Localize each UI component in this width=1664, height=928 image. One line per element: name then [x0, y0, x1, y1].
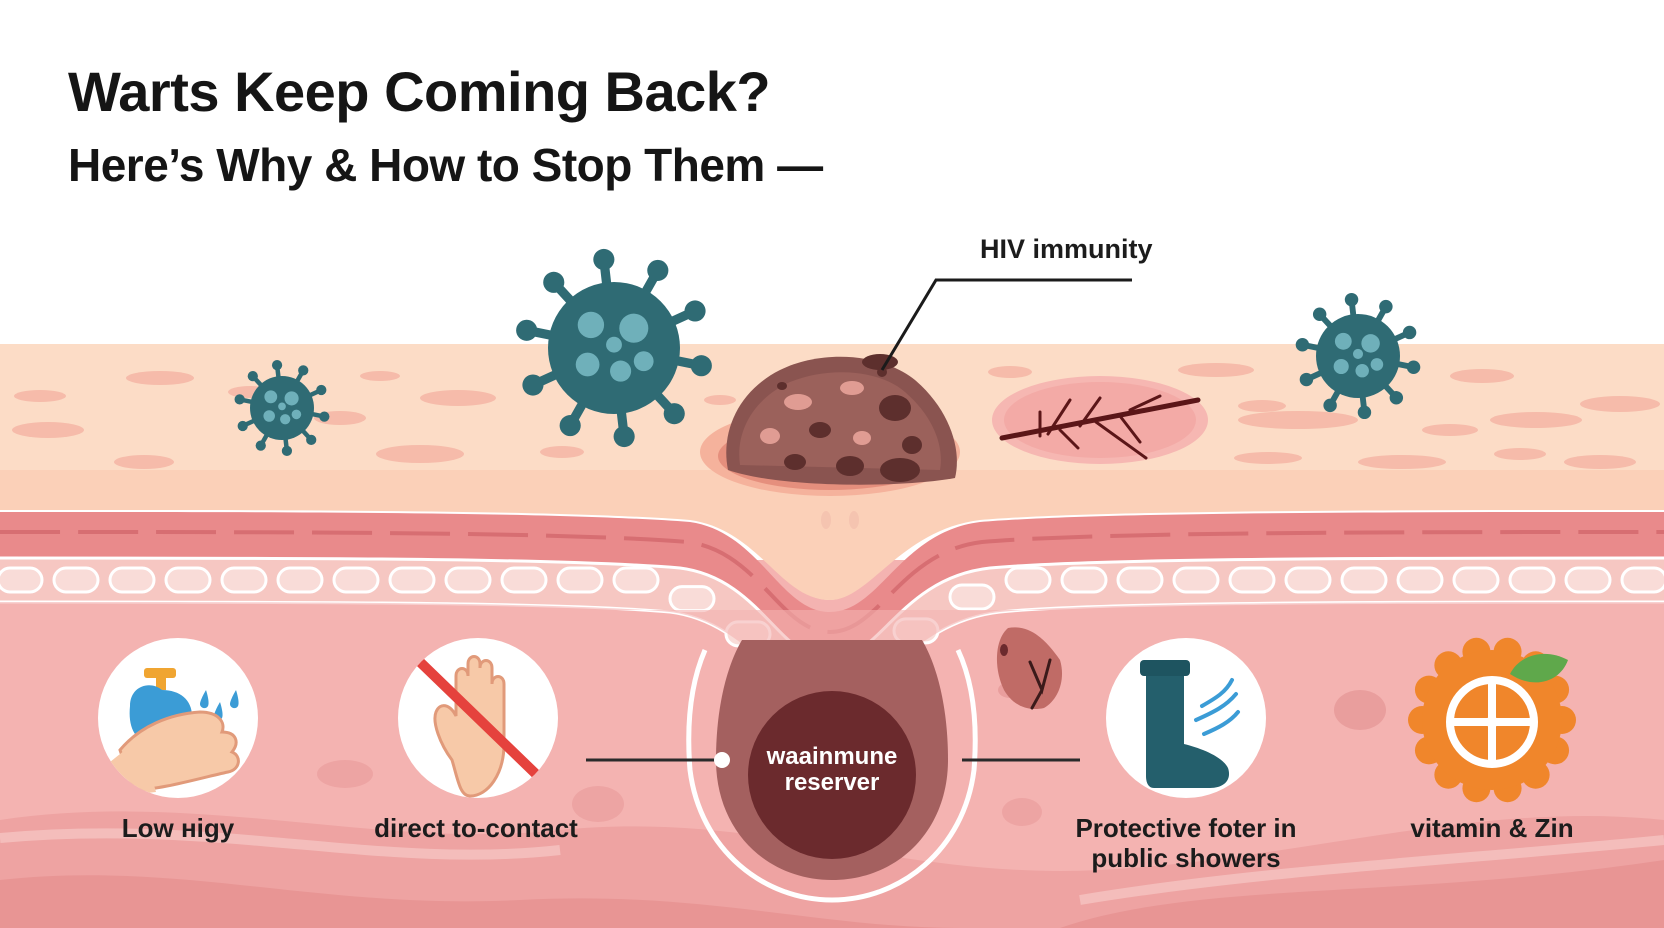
wart-growth: [726, 354, 957, 485]
skin-spot: [12, 422, 84, 438]
basal-layer-band: [0, 512, 1664, 660]
skin-spot: [360, 371, 400, 381]
wart-drip: [849, 511, 859, 529]
page-title: Warts Keep Coming Back?: [68, 60, 771, 123]
dermis-cell: [1002, 798, 1042, 826]
skin-spot: [1238, 411, 1358, 429]
skin-spot: [1178, 363, 1254, 377]
wart-drip: [821, 511, 831, 529]
tip-label-footwear-line2: public showers: [1091, 842, 1281, 873]
skin-spot: [1450, 369, 1514, 383]
tip-label-footwear-line1: Protective foter in: [1075, 813, 1297, 843]
skin-spot: [126, 371, 194, 385]
skin-spot: [540, 446, 584, 458]
reservoir-label: waainmune reserver: [732, 743, 932, 797]
skin-tag-blob: [996, 627, 1063, 710]
boot-footwear-icon: [1106, 638, 1266, 798]
reservoir-label-line2: reserver: [784, 769, 880, 797]
broken-skin-lesion: [992, 376, 1208, 464]
skin-spot: [704, 395, 736, 405]
skin-spot: [1490, 412, 1582, 428]
dermis-wave-5: [1079, 835, 1664, 905]
skin-spot: [114, 455, 174, 469]
skin-spot: [1238, 400, 1286, 412]
tip-label-footwear: Protective foter in public showers: [1056, 813, 1316, 874]
dermis-wave-2: [0, 875, 960, 928]
no-hand-contact-icon: [398, 638, 558, 798]
skin-spot: [1234, 452, 1302, 464]
skin-spot: [1422, 424, 1478, 436]
cell-chain: [0, 566, 1664, 685]
handwashing-faucet-icon: [98, 638, 258, 798]
citrus-fruit-icon: [1408, 637, 1576, 803]
tip-label-vitamin: vitamin & Zin: [1410, 813, 1574, 843]
virus-right: [1295, 292, 1421, 420]
skin-spot: [420, 390, 496, 406]
tip-label-hygiene: Low нigy: [121, 813, 235, 843]
dermis-cell: [572, 786, 624, 822]
skin-spot: [14, 390, 66, 402]
dermis-wave-3: [1060, 860, 1664, 928]
skin-spot: [376, 445, 464, 463]
virus-large: [516, 248, 712, 448]
virus-small-left: [234, 359, 330, 457]
dermis-cell: [317, 760, 373, 788]
reservoir-label-line1: waainmune: [766, 743, 898, 770]
epidermis-lower-band: [0, 470, 1664, 600]
skin-spot: [1358, 455, 1446, 469]
dermis-wave-4: [0, 828, 561, 860]
skin-spot: [1580, 396, 1660, 412]
callout-leader-line: [880, 278, 1132, 371]
page-subtitle: Here’s Why & How to Stop Them —: [68, 139, 823, 191]
skin-spot: [988, 366, 1032, 378]
skin-spot: [1494, 448, 1546, 460]
virus-group: [234, 248, 1421, 457]
connector-left-node: [714, 752, 730, 768]
tip-label-contact: direct to-contact: [374, 813, 578, 843]
immune-reservoir: [686, 640, 978, 903]
dermis-cell: [1334, 690, 1386, 730]
callout-label: HIV immunity: [980, 234, 1153, 264]
skin-spot: [1564, 455, 1636, 469]
